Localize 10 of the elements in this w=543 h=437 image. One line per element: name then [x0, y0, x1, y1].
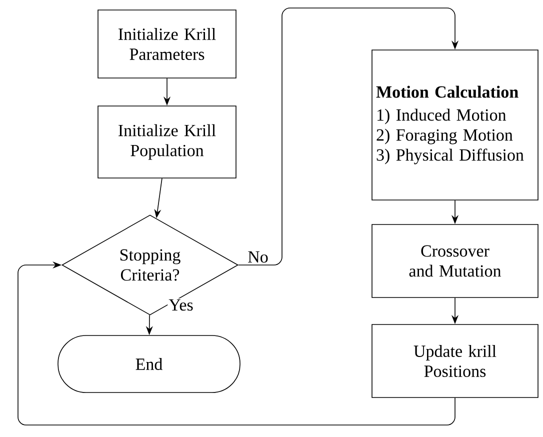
- terminal-box: End: [58, 335, 240, 393]
- arrow: [18, 261, 456, 426]
- process-box: Crossover and Mutation: [372, 224, 538, 298]
- arrow: [238, 8, 459, 266]
- process-box: Initialize Krill Population: [98, 106, 236, 178]
- edge-label: No: [246, 250, 270, 264]
- edge-label: Yes: [168, 298, 194, 312]
- process-box: Update krill Positions: [372, 324, 538, 398]
- process-box: Motion Calculation 1) Induced Motion 2) Foraging Motion 3) Physical Diffusion: [372, 50, 538, 200]
- process-box: Initialize Krill Parameters: [98, 10, 236, 78]
